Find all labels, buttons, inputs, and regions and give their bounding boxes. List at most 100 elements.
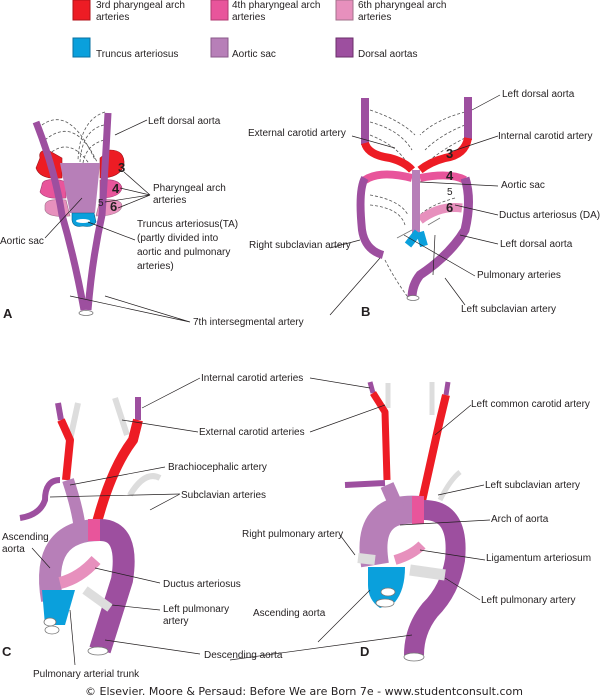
arch3-b xyxy=(361,137,472,174)
right-subclavian-b xyxy=(356,175,385,259)
label-right-pulmonary: Right pulmonary artery xyxy=(242,529,343,540)
brachiocephalic-d xyxy=(380,482,405,513)
label-internal-carotid: Internal carotid artery xyxy=(498,131,593,142)
arch6-b xyxy=(417,203,463,224)
label-ductus-arteriosus: Ductus arteriosus xyxy=(163,579,241,590)
descending-d xyxy=(404,500,466,656)
legend-swatch-dorsal xyxy=(335,37,354,58)
arch-d xyxy=(359,495,422,568)
number-label: 5 xyxy=(98,198,104,209)
legend-swatch-arch4 xyxy=(210,0,229,21)
label-ductus-arteriosus: Ductus arteriosus (DA) xyxy=(499,210,600,221)
label-ascending-aorta: aorta xyxy=(2,544,25,555)
label-truncus: Truncus arteriosus(TA) xyxy=(137,219,238,230)
label-right-subclavian: Right subclavian artery xyxy=(249,240,351,251)
internal-carotid-right-c xyxy=(55,402,64,421)
label-internal-carotid: Internal carotid arteries xyxy=(201,373,303,384)
label-7th-intersegmental: 7th intersegmental artery xyxy=(193,317,304,328)
ascending-aorta-d xyxy=(368,567,405,608)
arch4-b xyxy=(362,170,467,184)
label-pulmonary-trunk: Pulmonary arterial trunk xyxy=(33,669,140,680)
descending-aorta-c xyxy=(89,519,135,654)
legend-swatch-arch3 xyxy=(72,0,91,21)
legend-label: arteries xyxy=(96,12,129,23)
label-external-carotid: External carotid artery xyxy=(248,128,346,139)
pulmonary-trunk-c xyxy=(42,590,75,625)
left-carotid-d xyxy=(416,394,450,511)
label-aortic-sac: Aortic sac xyxy=(0,236,44,247)
label-ligamentum: Ligamentum arteriosum xyxy=(486,553,591,564)
right-carotid-d xyxy=(370,391,391,481)
left-dorsal-b xyxy=(407,176,473,299)
panel-a: 3 4 5 6 Left dorsal aorta Pharyngeal arc… xyxy=(0,111,304,328)
left-carotid-c xyxy=(90,418,143,532)
panel-letter: A xyxy=(3,306,13,321)
right-carotid-c xyxy=(57,418,74,481)
legend-swatch-aortic-sac xyxy=(210,37,229,58)
label-left-subclavian: Left subclavian artery xyxy=(485,480,580,491)
right-subclavian-c xyxy=(19,477,61,521)
number-label: 5 xyxy=(447,187,453,198)
number-label: 4 xyxy=(112,181,120,196)
panel-letter: D xyxy=(360,644,369,659)
legend-label: 3rd pharyngeal arch xyxy=(96,0,185,11)
aortic-sac-a xyxy=(60,163,100,213)
panel-b: 3 4 5 6 Left dorsal aorta External carot… xyxy=(248,89,600,319)
label-pulmonary-arteries: Pulmonary arteries xyxy=(477,270,561,281)
legend-swatch-truncus xyxy=(72,37,91,58)
label-arch-of-aorta: Arch of aorta xyxy=(491,514,549,525)
right-pulmonary-d xyxy=(357,553,376,565)
label-brachiocephalic: Brachiocephalic artery xyxy=(168,462,267,473)
ligamentum-d xyxy=(393,541,426,565)
label-truncus: aortic and pulmonary xyxy=(137,247,230,258)
left-pulmonary-d xyxy=(409,564,446,581)
label-subclavian: Subclavian arteries xyxy=(181,490,266,501)
legend-label: Aortic sac xyxy=(232,49,276,60)
label-truncus: (partly divided into xyxy=(137,233,219,244)
label-external-carotid: External carotid arteries xyxy=(199,427,305,438)
pulmonary-arteries-b xyxy=(396,217,441,239)
label-ascending-aorta: Ascending xyxy=(2,532,49,543)
number-label: 6 xyxy=(446,200,453,215)
ductus-c xyxy=(58,555,101,589)
legend-label: 4th pharyngeal arch xyxy=(232,0,320,11)
label-pharyngeal-arch: Pharyngeal arch xyxy=(153,183,226,194)
label-left-dorsal-aorta-top: Left dorsal aorta xyxy=(502,89,575,100)
label-truncus: arteries) xyxy=(137,261,174,272)
left-pulmonary-c xyxy=(82,586,113,612)
label-left-dorsal-aorta: Left dorsal aorta xyxy=(148,116,221,127)
panel-letter: C xyxy=(2,644,12,659)
right-subclavian-d xyxy=(344,480,386,488)
internal-carotids-d xyxy=(367,381,451,396)
right-dorsal-aorta-a xyxy=(32,120,88,311)
number-label: 3 xyxy=(446,146,453,161)
label-ascending-aorta: Ascending aorta xyxy=(253,608,326,619)
legend-label: Truncus arteriosus xyxy=(96,49,178,60)
panel-d: Left common carotid artery Left subclavi… xyxy=(229,377,591,662)
external-carotids-d xyxy=(385,382,462,502)
label-left-dorsal-aorta: Left dorsal aorta xyxy=(500,239,573,250)
label-descending-aorta: Descending aorta xyxy=(204,650,283,661)
left-dorsal-aorta-a xyxy=(84,112,112,311)
number-label: 3 xyxy=(118,160,125,175)
label-left-common-carotid: Left common carotid artery xyxy=(471,399,590,410)
panel-letter: B xyxy=(361,304,370,319)
label-left-pulmonary: artery xyxy=(163,616,189,627)
number-label: 4 xyxy=(446,168,454,183)
legend-swatch-arch6 xyxy=(335,0,354,21)
label-left-pulmonary: Left pulmonary xyxy=(163,604,229,615)
label-aortic-sac: Aortic sac xyxy=(501,180,545,191)
legend-label: Dorsal aortas xyxy=(358,49,417,60)
label-left-subclavian: Left subclavian artery xyxy=(461,304,556,315)
legend: 3rd pharyngeal arch arteries 4th pharyng… xyxy=(72,0,446,60)
legend-label: arteries xyxy=(358,12,391,23)
label-left-pulmonary: Left pulmonary artery xyxy=(481,595,576,606)
copyright-footer: © Elsevier. Moore & Persaud: Before We a… xyxy=(85,685,523,698)
panel-c: Internal carotid arteries External carot… xyxy=(2,373,305,680)
truncus-b xyxy=(404,229,428,248)
legend-label: 6th pharyngeal arch xyxy=(358,0,446,11)
label-pharyngeal-arch: arteries xyxy=(153,195,186,206)
number-label: 6 xyxy=(110,199,117,214)
